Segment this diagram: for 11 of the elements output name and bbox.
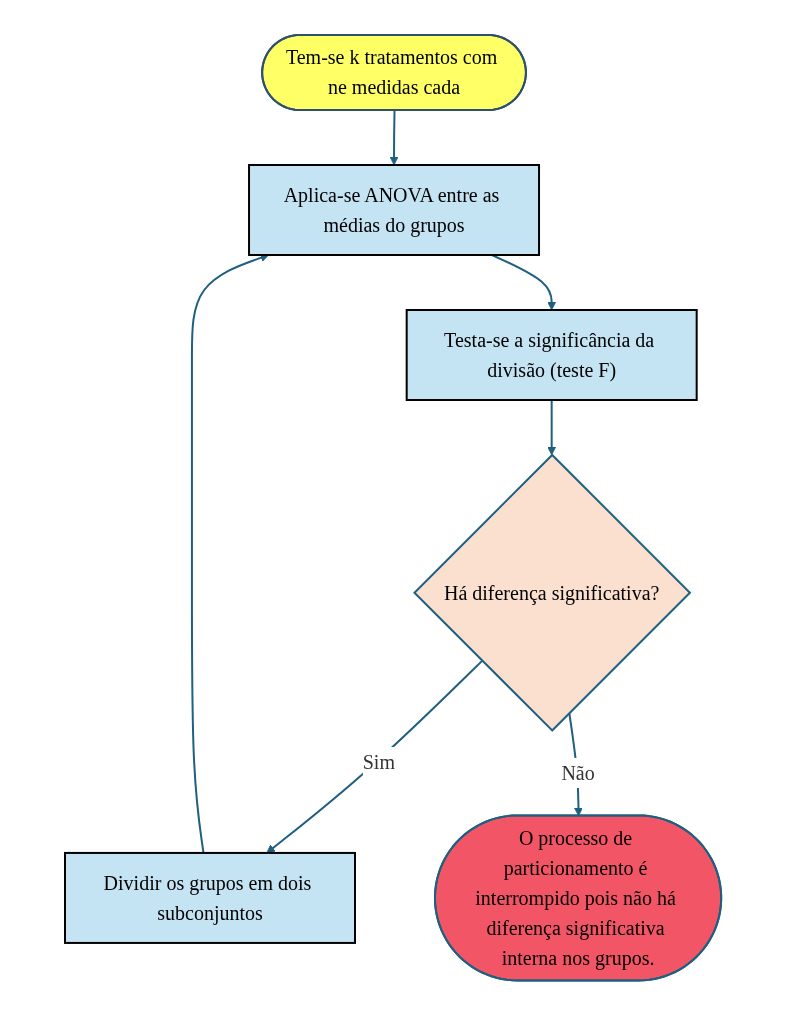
edge-label: Não [561, 761, 596, 784]
arrow [390, 109, 399, 166]
arrow [266, 659, 484, 854]
arrow [191, 253, 270, 854]
node-box: Dividir os grupos em dois subconjuntos [64, 851, 357, 944]
node-box: Aplica-se ANOVA entre as médias do grupos [248, 163, 541, 256]
arrow [547, 398, 557, 456]
node-diamond: Há diferença significativa? [413, 453, 692, 732]
edge-label: Sim [363, 750, 396, 773]
node-box: Testa-se a significância da divisão (teste F) [406, 308, 699, 401]
arrow [491, 253, 557, 311]
